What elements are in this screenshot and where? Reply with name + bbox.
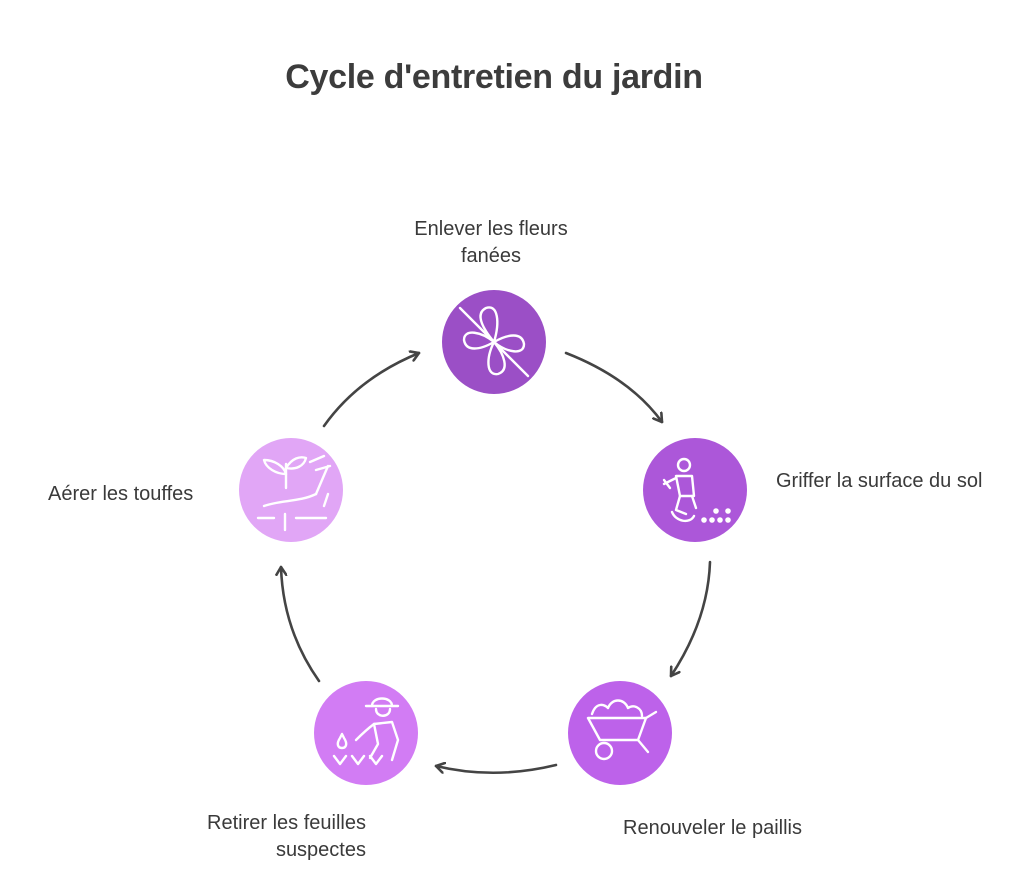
diagram-title: Cycle d'entretien du jardin [285,58,703,96]
step-node-1 [442,290,546,394]
gardener-raking-icon [662,457,731,523]
wheelbarrow-icon [586,699,658,761]
arrow-step3-to-step4 [434,765,558,775]
step-circle-2 [643,438,747,542]
step-label-3: Renouveler le paillis [623,817,802,839]
step-label-2: Griffer la surface du sol [776,470,983,492]
step-node-4 [314,681,418,785]
sprout-aeration-icon [256,454,332,532]
step-circle-4 [314,681,418,785]
arrow-step1-to-step2 [564,351,664,424]
step-node-5 [239,438,343,542]
step-node-3 [568,681,672,785]
arrow-step4-to-step5 [281,565,321,683]
cycle-arrows [281,351,712,775]
no-flower-icon [458,306,530,378]
step-node-2 [643,438,747,542]
step-circle-5 [239,438,343,542]
gardener-planting-icon [332,697,400,766]
arrow-step5-to-step1 [322,353,421,428]
step-label-1: Enlever les fleurs fanées [414,218,568,267]
step-circle-3 [568,681,672,785]
arrow-step2-to-step3 [669,560,712,678]
step-label-5: Aérer les touffes [48,483,194,505]
step-label-4: Retirer les feuilles suspectes [207,812,366,861]
